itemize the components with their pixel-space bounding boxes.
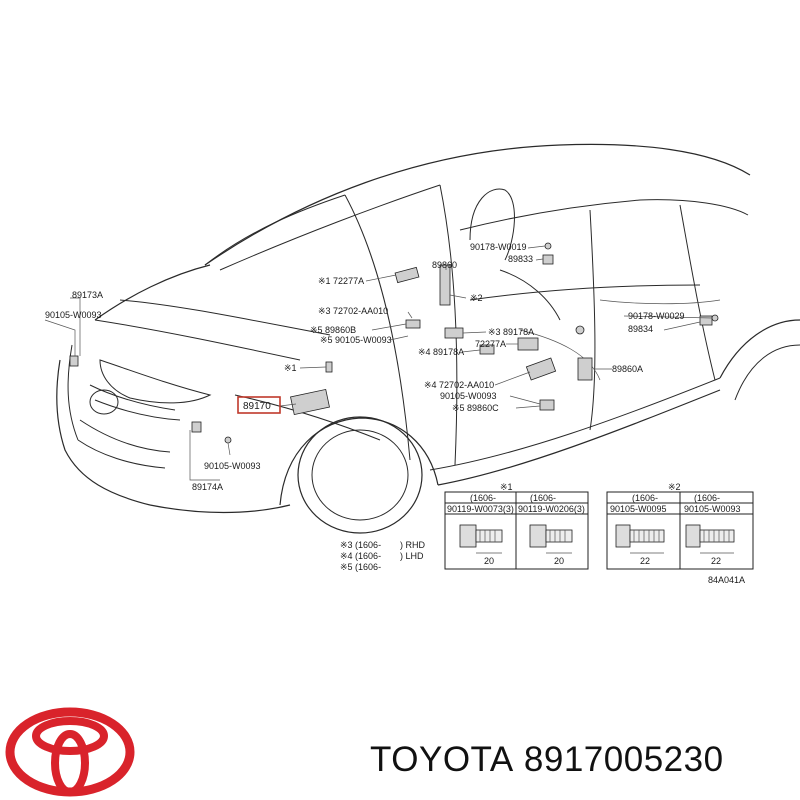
label-90105-w0093-lower: 90105-W0093	[204, 461, 261, 471]
label-72702-top: ※3 72702-AA010	[318, 306, 388, 316]
part-89860A	[577, 357, 593, 381]
label-89860: 89860	[432, 260, 457, 270]
part-89860C	[539, 399, 555, 411]
car-outline	[56, 143, 800, 534]
box2-bolt-b: 90105-W0093	[684, 504, 741, 514]
part-number: 8917005230	[523, 740, 724, 779]
part-clip-door	[575, 325, 585, 335]
leader-lines	[44, 245, 713, 481]
label-89833: 89833	[508, 254, 533, 264]
part-89860B	[405, 319, 421, 329]
box1-header-2: (1606-	[530, 493, 556, 503]
part-89178A-lower	[479, 344, 495, 355]
part-90178-w0019	[544, 242, 552, 250]
part-90105-w0093-lower	[224, 436, 232, 444]
box2-dim-a: 22	[640, 556, 650, 566]
box2-mark: ※2	[668, 482, 681, 492]
box2-dim-b: 22	[711, 556, 721, 566]
legend-row-3: ※3 (1606-	[340, 540, 381, 550]
label-89178A-lower: ※4 89178A	[418, 347, 464, 357]
label-90178-w0019: 90178-W0019	[470, 242, 527, 252]
part-89860	[439, 264, 451, 306]
label-89173A: 89173A	[72, 290, 103, 300]
label-89860B: ※5 89860B	[310, 325, 356, 335]
callout-labels: 89173A 90105-W0093 ※1 72277A ※3 72702-AA…	[45, 242, 685, 492]
legend: ※3 (1606- ※4 (1606- ※5 (1606- ) RHD ) LH…	[340, 540, 425, 572]
part-90178-w0029	[711, 314, 719, 322]
label-90105-w0093-center: ※5 90105-W0093	[320, 335, 392, 345]
part-89178A-upper	[444, 327, 464, 339]
box1-header-1: (1606-	[470, 493, 496, 503]
brand-name: TOYOTA	[370, 740, 514, 779]
legend-row-4: ※4 (1606-	[340, 551, 381, 561]
box2-header-2: (1606-	[694, 493, 720, 503]
label-90105-w0093-right: 90105-W0093	[440, 391, 497, 401]
box2-bolt-a: 90105-W0095	[610, 504, 667, 514]
label-90178-w0029: 90178-W0029	[628, 311, 685, 321]
legend-row-4-tail: ) LHD	[400, 551, 424, 561]
label-72277A-top: ※1 72277A	[318, 276, 364, 286]
box1-dim-b: 20	[554, 556, 564, 566]
label-89860C: ※5 89860C	[452, 403, 499, 413]
part-89173A	[69, 355, 79, 367]
label-89170: 89170	[243, 401, 271, 412]
label-89860A: 89860A	[612, 364, 643, 374]
brand-caption: TOYOTA 8917005230	[370, 740, 790, 788]
toyota-logo-icon	[5, 707, 135, 797]
box1-dim-a: 20	[484, 556, 494, 566]
legend-row-3-tail: ) RHD	[400, 540, 425, 550]
box2-header-1: (1606-	[632, 493, 658, 503]
part-72702-lower	[525, 357, 557, 381]
box1-bolt-b: 90119-W0206(3)	[518, 504, 585, 514]
figure-code: 84A041A	[708, 575, 745, 585]
part-72277A-top	[394, 266, 420, 284]
bolt-box-1: ※1 (1606- (1606- 90119-W0073(3) 90119-W0…	[444, 482, 589, 570]
part-89833	[542, 254, 554, 265]
label-72702-lower: ※4 72702-AA010	[424, 380, 494, 390]
part-89170	[290, 388, 330, 416]
part-89834	[699, 315, 713, 326]
legend-row-5: ※5 (1606-	[340, 562, 381, 572]
label-89178A-upper: ※3 89178A	[488, 327, 534, 337]
part-89174A	[191, 421, 202, 433]
box1-bolt-a: 90119-W0073(3)	[447, 504, 514, 514]
label-90105-w0093-left: 90105-W0093	[45, 310, 102, 320]
label-mark-2: ※2	[470, 293, 483, 303]
label-89174A: 89174A	[192, 482, 223, 492]
label-72277A-mid: 72277A	[475, 339, 506, 349]
label-89834: 89834	[628, 324, 653, 334]
part-72277A-mid	[517, 337, 539, 351]
box1-mark: ※1	[500, 482, 513, 492]
highlight-89170	[237, 396, 281, 414]
parts	[69, 242, 719, 444]
part-bolt-1	[325, 361, 333, 373]
bolt-box-2: ※2 (1606- (1606- 90105-W0095 90105-W0093…	[606, 482, 754, 570]
label-mark-1: ※1	[284, 363, 297, 373]
